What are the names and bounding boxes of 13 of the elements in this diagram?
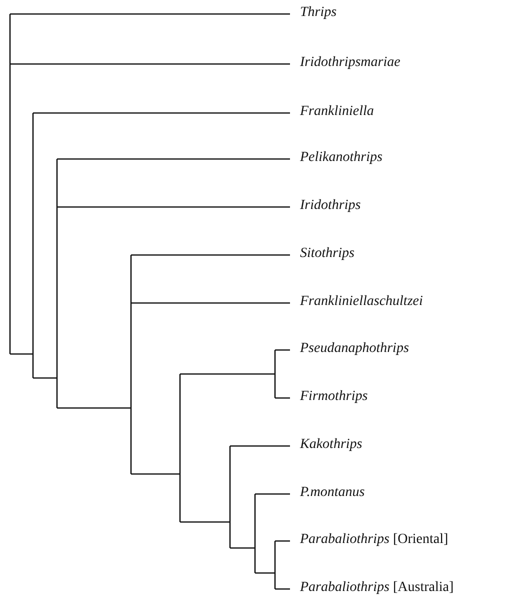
taxon-name: Parabaliothrips [Oriental] bbox=[300, 532, 448, 548]
taxon-name: Kakothrips bbox=[300, 437, 362, 453]
taxon-name: Frankliniellaschultzei bbox=[300, 294, 423, 310]
taxon-name: Frankliniella bbox=[300, 104, 374, 120]
taxon-name: Pseudanaphothrips bbox=[300, 341, 409, 357]
taxon-name: Pelikanothrips bbox=[300, 150, 382, 166]
taxon-name: Firmothrips bbox=[300, 389, 368, 405]
taxon-name: Sitothrips bbox=[300, 246, 354, 262]
taxon-name: Thrips bbox=[300, 5, 337, 21]
taxon-name: P.montanus bbox=[300, 485, 365, 501]
taxon-name: Parabaliothrips [Australia] bbox=[300, 580, 454, 596]
taxon-name: Iridothrips bbox=[300, 198, 361, 214]
taxon-name: Iridothripsmariae bbox=[300, 55, 400, 71]
